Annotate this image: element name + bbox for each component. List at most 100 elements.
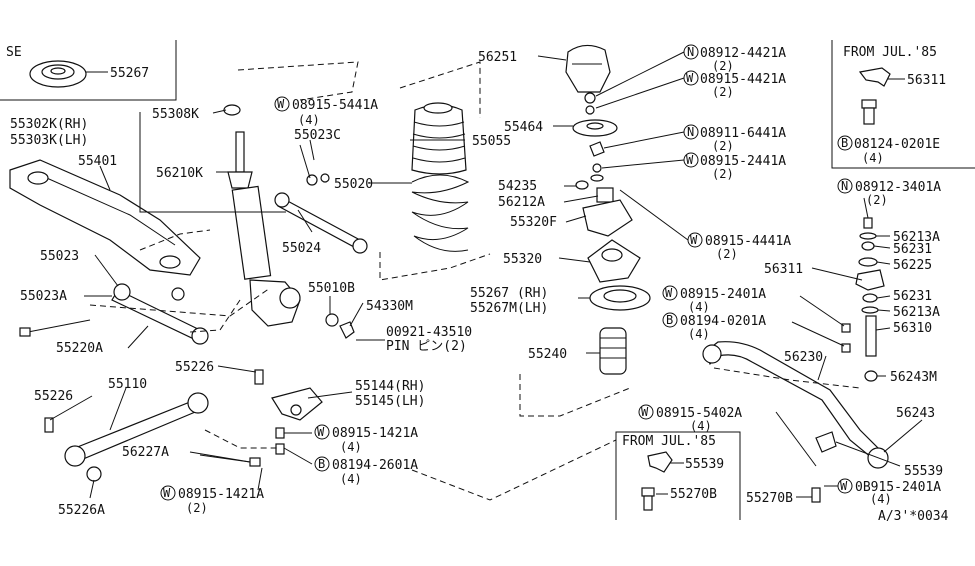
label-08915-5441A-qty: (4): [298, 113, 320, 127]
coil-spring-55020: [411, 174, 470, 252]
label-08915-5402A-qty: (4): [690, 419, 712, 433]
label-08194-0201A: 08194-0201A: [680, 314, 766, 329]
label-55144: 55144(RH): [355, 379, 425, 394]
svg-text:W: W: [840, 479, 848, 493]
label-56230: 56230: [784, 350, 823, 365]
label-56251: 56251: [478, 50, 517, 65]
se-box: SE 55267: [0, 40, 177, 101]
label-56227A: 56227A: [122, 445, 169, 460]
label-56213A-a: 56213A: [893, 230, 940, 245]
label-55302K: 55302K(RH): [10, 117, 88, 132]
label-55024: 55024: [282, 241, 321, 256]
label-55226: 55226: [34, 389, 73, 404]
label-08911-6441A-qty: (2): [712, 139, 734, 153]
leader-lines: [49, 51, 923, 499]
jul85-top-p2: 08124-0201E: [854, 137, 940, 152]
svg-text:W: W: [277, 97, 285, 111]
label-56212A: 56212A: [498, 195, 545, 210]
label-08915-2401A-a: 08915-2401A: [680, 287, 766, 302]
label-55320F: 55320F: [510, 215, 557, 230]
label-08915-2441A: 08915-2441A: [700, 154, 786, 169]
label-54235: 54235: [498, 179, 537, 194]
se-box-part: 55267: [110, 66, 149, 81]
label-08915-2441A-qty: (2): [712, 167, 734, 181]
label-55020: 55020: [334, 177, 373, 192]
label-08915-4421A-qty: (2): [712, 85, 734, 99]
label-08915-2401A-a-qty: (4): [688, 300, 710, 314]
svg-text:N: N: [841, 179, 848, 193]
label-55464: 55464: [504, 120, 543, 135]
label-55023C: 55023C: [294, 128, 341, 143]
label-00921-43510: 00921-43510: [386, 325, 472, 340]
label-08915-4421A: 08915-4421A: [700, 72, 786, 87]
se-box-title: SE: [6, 45, 22, 60]
jul85-top-p2-prefix: B: [841, 136, 848, 150]
label-55308K: 55308K: [152, 107, 199, 122]
label-55145: 55145(LH): [355, 394, 425, 409]
jul85-bottom-p2: 55270B: [670, 487, 717, 502]
svg-text:W: W: [686, 71, 694, 85]
label-55110: 55110: [108, 377, 147, 392]
label-55539: 55539: [904, 464, 943, 479]
svg-text:W: W: [641, 405, 649, 419]
mount-55320: [587, 239, 641, 283]
nuts-hub: [325, 313, 385, 341]
label-pin: PIN ピン(2): [386, 339, 467, 354]
label-55220A: 55220A: [56, 341, 103, 356]
label-55023: 55023: [40, 249, 79, 264]
lower-arm-55220A: [19, 283, 209, 345]
svg-text:N: N: [687, 45, 694, 59]
label-08915-1421A-b-qty: (2): [186, 501, 208, 515]
svg-text:W: W: [163, 486, 171, 500]
jul85-top-p2-qty: (4): [862, 151, 884, 165]
stabilizer-56230: [702, 341, 889, 503]
stack-56213A: [841, 217, 885, 382]
svg-text:B: B: [318, 457, 325, 471]
label-55010B: 55010B: [308, 281, 355, 296]
label-08915-5402A: 08915-5402A: [656, 406, 742, 421]
bracket-55320F: [575, 180, 633, 237]
seat-55267: [589, 285, 651, 311]
label-56231-a: 56231: [893, 242, 932, 257]
svg-text:W: W: [317, 425, 325, 439]
label-56213A-b: 56213A: [893, 305, 940, 320]
label-08194-2601A: 08194-2601A: [332, 458, 418, 473]
bumper-55240: [599, 327, 627, 375]
dashed-guides: [89, 61, 861, 501]
label-56310: 56310: [893, 321, 932, 336]
label-55270B: 55270B: [746, 491, 793, 506]
svg-text:W: W: [686, 153, 694, 167]
label-56243M: 56243M: [890, 370, 937, 385]
crossmember-55401: [9, 159, 201, 276]
label-55303K: 55303K(LH): [10, 133, 88, 148]
strut-56210K: [139, 104, 301, 327]
label-08915-5441A: 08915-5441A: [292, 98, 378, 113]
label-08915-4441A-qty: (2): [716, 247, 738, 261]
label-08912-3401A: 08912-3401A: [855, 180, 941, 195]
label-56231-b: 56231: [893, 289, 932, 304]
label-55267-rh: 55267 (RH): [470, 286, 548, 301]
label-08912-3401A-qty: (2): [866, 193, 888, 207]
jul85-bottom-title: FROM JUL.'85: [622, 434, 716, 449]
svg-text:B: B: [666, 313, 673, 327]
label-08915-1421A-b: 08915-1421A: [178, 487, 264, 502]
svg-text:W: W: [690, 233, 698, 247]
label-08911-6441A: 08911-6441A: [700, 126, 786, 141]
label-0B915-2401A-qty: (4): [870, 492, 892, 506]
label-55226A: 55226A: [58, 503, 105, 518]
mount-56251: [565, 44, 611, 115]
jul85-bottom-p1: 55539: [685, 457, 724, 472]
svg-text:W: W: [665, 286, 673, 300]
label-55267m-lh: 55267M(LH): [470, 301, 548, 316]
label-56311: 56311: [764, 262, 803, 277]
jul85-bottom-box: FROM JUL.'85 55539 55270B: [615, 431, 741, 520]
seat-55464: [572, 119, 618, 182]
label-08194-0201A-qty: (4): [688, 327, 710, 341]
label-55055: 55055: [472, 134, 511, 149]
part-labels: 55308K 55302K(RH) 55303K(LH) 55401 56210…: [10, 46, 949, 524]
jul85-top-box: FROM JUL.'85 56311 B 08124-0201E (4): [831, 40, 975, 169]
prefix-circles: W W B W N W N W W N W B W W: [160, 44, 853, 501]
lateral-link-55110: [44, 369, 264, 482]
